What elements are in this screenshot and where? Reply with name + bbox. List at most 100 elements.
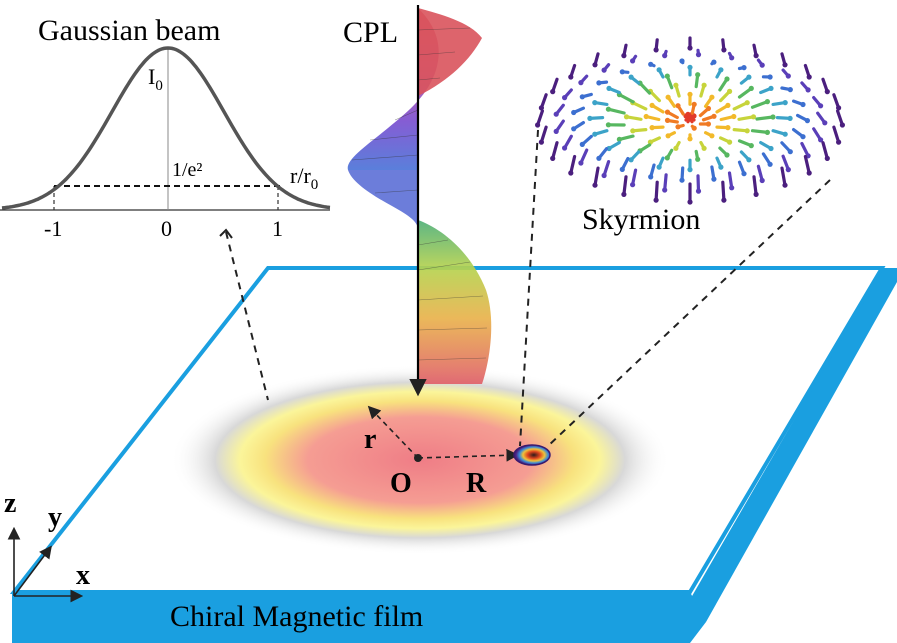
skyrmion-spin-head <box>538 139 545 145</box>
skyrmion-spin-head <box>718 164 724 170</box>
skyrmion-spin-head <box>649 102 655 108</box>
skyrmion-spin-head <box>746 157 752 163</box>
origin-label: O <box>390 468 412 499</box>
skyrmion-spin-head <box>701 82 707 88</box>
skyrmion-spin-head <box>768 145 774 152</box>
skyrmion-spin-head <box>623 114 630 120</box>
skyrmion-spin-arrow <box>755 115 775 121</box>
skyrmion-spin-head <box>711 59 717 65</box>
R-vector <box>417 448 520 462</box>
skyrmion-spin-head <box>695 72 701 78</box>
skyrmion-spin-head <box>578 160 584 166</box>
skyrmion-spin-head <box>804 118 811 124</box>
skyrmion-spin-head <box>824 155 830 161</box>
skyrmion-spin-arrow <box>593 166 600 187</box>
skyrmion-spin-head <box>538 105 545 111</box>
skyrmion-spin-head <box>664 117 671 123</box>
skyrmion-spin-head <box>767 161 773 167</box>
skyrmion-spin-head <box>764 129 771 135</box>
skyrmion-spin-head <box>818 103 824 109</box>
skyrmion-spin-head <box>782 131 788 137</box>
skyrmion-spin-head <box>673 82 679 88</box>
skyrmion-spin-head <box>721 47 727 53</box>
skyrmion-spin-head <box>648 174 654 180</box>
skyrmion-spin-head <box>653 47 659 53</box>
gaussian-title: Gaussian beam <box>38 14 220 47</box>
origin-point <box>414 454 422 462</box>
skyrmion-spin-head <box>619 166 625 172</box>
skyrmion-spin-arrow <box>750 99 770 109</box>
skyrmion-spin-head <box>592 100 598 106</box>
skyrmion-spin-head <box>729 55 735 61</box>
skyrmion-spin-head <box>785 73 791 79</box>
skyrmion-spin-head <box>770 114 776 120</box>
skyrmion-spin-head <box>729 185 735 191</box>
skyrmion-spin-head <box>587 115 593 121</box>
skyrmion-spin-head <box>748 85 754 91</box>
skyrmion-spin-head <box>675 124 681 130</box>
y-axis-label: y <box>48 502 62 533</box>
skyrmion-spin-head <box>839 122 846 128</box>
skyrmion-spin-arrow <box>803 154 811 175</box>
gaussian-axis-label: r/r0 <box>290 163 318 193</box>
skyrmion-spin-head <box>553 111 559 117</box>
skyrmion-spin-head <box>687 199 693 205</box>
skyrmion-spin-arrow <box>622 175 628 196</box>
skyrmion-spot <box>513 444 551 466</box>
skyrmion-spin-head <box>746 74 752 80</box>
film-front-edge <box>12 592 706 643</box>
skyrmion-spin-head <box>687 167 693 173</box>
y-axis <box>13 545 52 597</box>
skyrmion-spin-head <box>687 45 693 51</box>
skyrmion-spin-head <box>818 137 824 143</box>
gaussian-tick-minus-1: -1 <box>44 216 62 241</box>
skyrmion-spin-head <box>601 172 607 179</box>
connector-gaussian <box>225 231 269 401</box>
skyrmion-spin-head <box>725 125 731 131</box>
skyrmion-spin-head <box>630 58 636 64</box>
skyrmion-spin-head <box>673 145 679 151</box>
skyrmion-spin-head <box>718 67 724 73</box>
skyrmion-spin-head <box>550 155 556 161</box>
skyrmion-spin-head <box>579 94 585 100</box>
skyrmion-spin-head <box>664 155 670 161</box>
skyrmion-spin-head <box>630 182 636 188</box>
helix-middle-lobe <box>348 170 418 230</box>
skyrmion-spin-head <box>741 171 747 177</box>
skyrmion-spin-head <box>619 69 625 75</box>
skyrmion-spin-head <box>759 62 765 68</box>
skyrmion-spin-head <box>562 145 568 151</box>
skyrmion-spin-head <box>782 100 788 106</box>
skyrmion-spin-head <box>767 74 773 80</box>
skyrmion-spin-head <box>605 106 612 112</box>
skyrmion-spin-head <box>679 177 685 183</box>
skyrmion-spin-head <box>664 109 671 115</box>
skyrmion-spin-head <box>662 53 668 59</box>
skyrmion-spin-head <box>687 91 693 97</box>
skyrmion-spin-arrow <box>551 141 559 160</box>
skyrmion-spin-head <box>628 74 634 80</box>
skyrmion-spin-head <box>725 102 731 108</box>
skyrmion-spin-head <box>806 74 812 80</box>
skyrmion-spin-head <box>822 120 828 126</box>
skyrmion-spin-head <box>701 145 707 151</box>
r-label: r <box>364 424 376 455</box>
helix-lower-lobe <box>418 220 492 384</box>
connector-gaussian-tip <box>219 228 233 239</box>
skyrmion-spin-arrow <box>780 166 787 187</box>
gaussian-plot <box>0 46 331 211</box>
skyrmion-spin-arrow <box>821 141 829 160</box>
skyrmion-spin-arrow <box>569 154 577 175</box>
skyrmion-spin-head <box>753 191 759 197</box>
skyrmion-spin-head <box>705 105 712 112</box>
skyrmion-spin-head <box>727 139 733 145</box>
skyrmion-spin-head <box>800 134 806 140</box>
skyrmion-spin-head <box>836 105 842 111</box>
skyrmion-spin-head <box>571 126 577 132</box>
skyrmion-spin-head <box>649 125 655 131</box>
skyrmion-spin-head <box>665 133 671 139</box>
helix-mesh <box>351 27 488 361</box>
skyrmion-spin-head <box>782 182 788 188</box>
skyrmion-spin-arrow <box>721 180 726 202</box>
skyrmion-spin-head <box>787 87 793 93</box>
